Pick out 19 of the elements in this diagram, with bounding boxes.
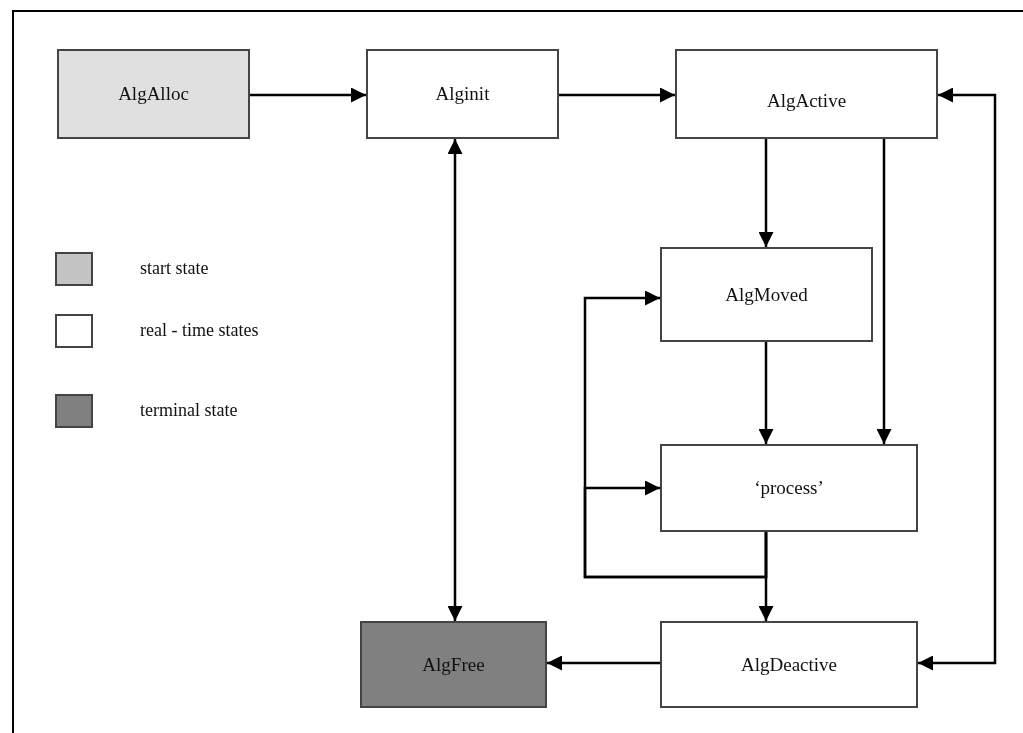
legend-label: real - time states: [140, 320, 259, 341]
state-box: Alginit: [366, 49, 559, 139]
arrow: [876, 139, 892, 444]
legend-label: start state: [140, 258, 209, 279]
arrow: [547, 655, 660, 671]
arrow: [447, 139, 463, 621]
arrow: [918, 87, 997, 671]
state-box: ‘process’: [660, 444, 918, 532]
arrow: [758, 139, 774, 247]
legend-label: terminal state: [140, 400, 238, 421]
state-box: AlgMoved: [660, 247, 873, 342]
arrow: [583, 480, 768, 579]
state-box: AlgDeactive: [660, 621, 918, 708]
state-box: AlgFree: [360, 621, 547, 708]
arrow: [758, 342, 774, 444]
arrow: [250, 87, 366, 103]
arrow: [559, 87, 675, 103]
state-box: AlgActive: [675, 49, 938, 139]
state-box: AlgAlloc: [57, 49, 250, 139]
